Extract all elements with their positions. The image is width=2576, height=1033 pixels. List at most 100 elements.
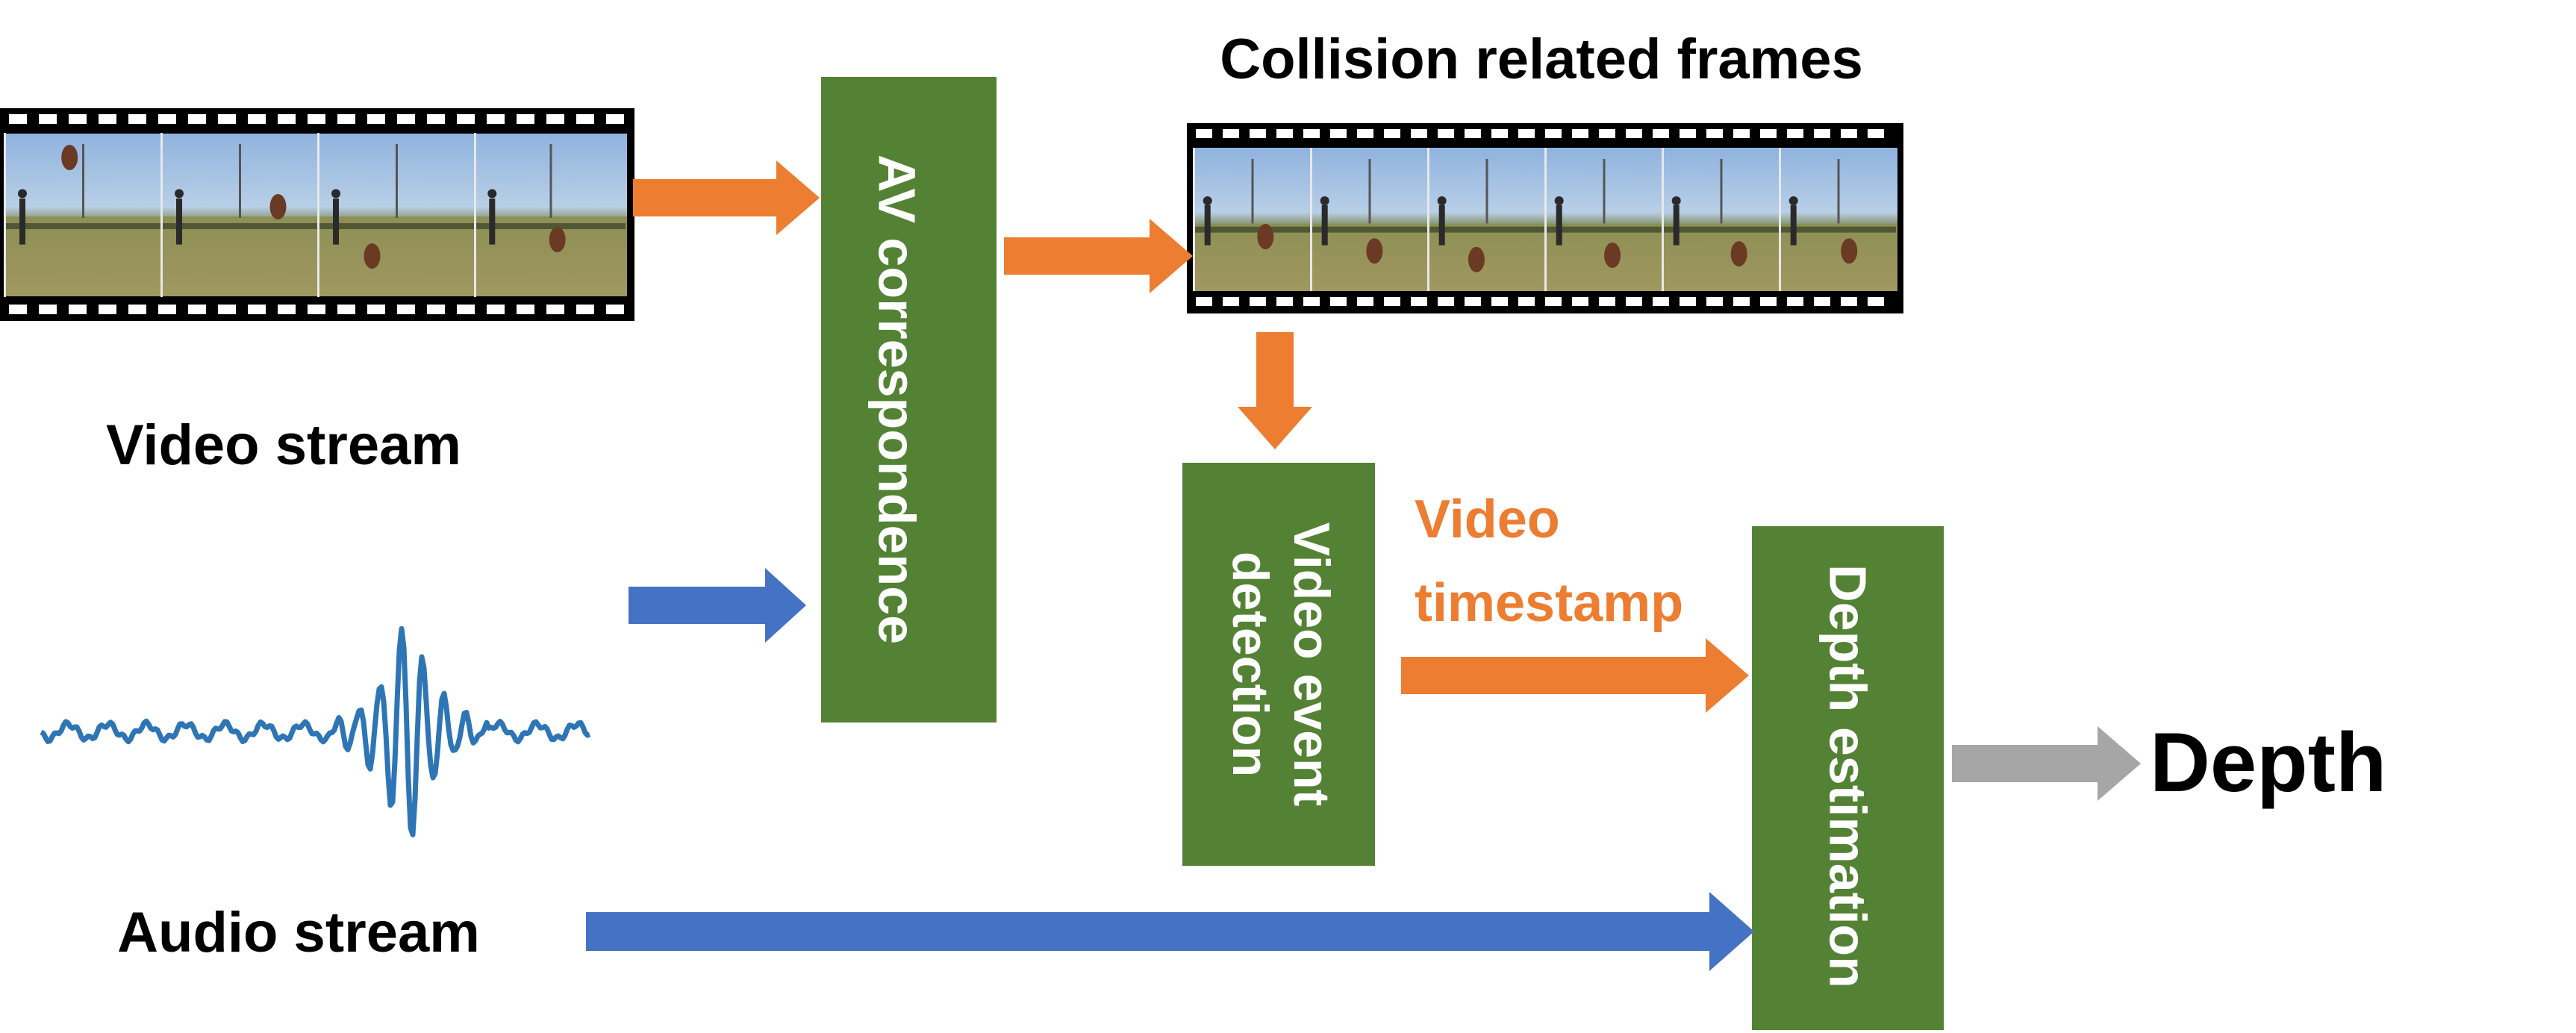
video-timestamp-label-line1: Video (1415, 490, 1560, 549)
person-head (331, 189, 340, 199)
sprocket-hole (397, 114, 415, 124)
sprocket-hole (39, 305, 57, 314)
sprocket-hole (606, 305, 624, 314)
sprocket-hole (1438, 297, 1454, 306)
sprocket-hole (248, 305, 266, 314)
goalpost (82, 144, 84, 218)
frame-divider (1310, 148, 1312, 291)
sprocket-hole (1626, 297, 1642, 306)
audio-to-depth-arrow (586, 892, 1754, 971)
goalpost (1368, 159, 1371, 224)
person-silhouette (1673, 205, 1680, 246)
ball (1730, 241, 1747, 267)
sprocket-hole (1706, 297, 1723, 306)
ball (364, 243, 381, 269)
video-timestamp-label-line2: timestamp (1415, 573, 1683, 633)
sprocket-hole (1303, 297, 1320, 306)
person-silhouette (1438, 205, 1445, 246)
video-event-detection-label-line2: detection (1222, 552, 1279, 777)
ball (269, 194, 287, 219)
horizon-line (1312, 226, 1427, 233)
frame-divider (1193, 148, 1195, 291)
sprocket-hole (128, 114, 146, 124)
sprocket-hole (427, 114, 445, 124)
sprocket-hole (1250, 297, 1266, 306)
depth-estimation-label: Depth estimation (1819, 564, 1877, 988)
person-head (1671, 196, 1681, 206)
sprocket-hole (99, 114, 116, 124)
frame-divider (1427, 148, 1429, 291)
sprocket-hole (546, 305, 564, 314)
collision-to-event-detection-arrow (1238, 332, 1312, 449)
sprocket-hole (308, 305, 325, 314)
ball (549, 227, 566, 252)
sprocket-hole (576, 305, 594, 314)
sprocket-hole (1357, 297, 1373, 306)
person-head (1320, 196, 1329, 206)
sprocket-hole (1223, 129, 1239, 138)
frame-divider (1779, 148, 1781, 291)
sprocket-hole (1465, 297, 1481, 306)
horizon-line (1429, 226, 1544, 233)
depth-estimation-block: Depth estimation (1752, 526, 1944, 1030)
sprocket-hole (9, 305, 27, 314)
sprocket-hole (1330, 297, 1347, 306)
sprocket-hole (1841, 297, 1857, 306)
frame-divider (1662, 148, 1664, 291)
horizon-line (1664, 226, 1779, 233)
frame-divider (1544, 148, 1547, 291)
sprocket-hole (606, 114, 624, 124)
sprocket-hole (278, 114, 296, 124)
sprocket-hole (1250, 129, 1266, 138)
sprocket-hole (99, 305, 116, 314)
sprocket-hole (218, 114, 236, 124)
sprocket-hole (1196, 297, 1212, 306)
sprocket-hole (517, 114, 534, 124)
ball (1468, 246, 1485, 272)
sprocket-hole (218, 305, 236, 314)
sprocket-hole (546, 114, 564, 124)
sprocket-hole (1787, 297, 1803, 306)
horizon-line (319, 223, 474, 229)
person-silhouette (1204, 205, 1211, 246)
audio-stream-label: Audio stream (117, 901, 480, 964)
goalpost (239, 144, 241, 218)
person-head (1554, 196, 1564, 206)
sprocket-hole (278, 305, 296, 314)
sprocket-hole (1411, 129, 1427, 138)
video-filmstrip-icon (0, 108, 634, 321)
frame-divider (160, 133, 163, 297)
depth-output-arrow (1952, 726, 2141, 801)
sprocket-hole (367, 305, 385, 314)
sprocket-hole (308, 114, 325, 124)
sprocket-hole (188, 305, 206, 314)
sprocket-hole (1196, 129, 1212, 138)
sprocket-hole (1680, 129, 1696, 138)
person-head (1203, 196, 1212, 206)
depth-output-label: Depth (2150, 716, 2386, 809)
sprocket-hole (1814, 297, 1830, 306)
sprocket-hole (1411, 297, 1427, 306)
sprocket-hole (1491, 297, 1508, 306)
sprocket-hole (1760, 297, 1777, 306)
sprocket-hole (1760, 129, 1777, 138)
sprocket-hole (1733, 297, 1750, 306)
sprocket-hole (128, 305, 146, 314)
goalpost (1603, 159, 1606, 224)
person-head (1788, 196, 1798, 206)
sprocket-hole (1599, 297, 1615, 306)
sprocket-hole (1384, 297, 1400, 306)
sprocket-hole (1518, 129, 1535, 138)
video-event-detection-block: Video event detection (1182, 463, 1375, 866)
goalpost (1720, 159, 1723, 224)
goalpost (1837, 159, 1840, 224)
sprocket-hole (1518, 297, 1535, 306)
person-silhouette (1790, 205, 1797, 246)
person-silhouette (333, 199, 339, 245)
sprocket-hole (1653, 129, 1669, 138)
person-silhouette (1556, 205, 1562, 246)
sprocket-hole (1626, 129, 1642, 138)
sprocket-hole (1653, 297, 1669, 306)
sprocket-hole (1465, 129, 1481, 138)
